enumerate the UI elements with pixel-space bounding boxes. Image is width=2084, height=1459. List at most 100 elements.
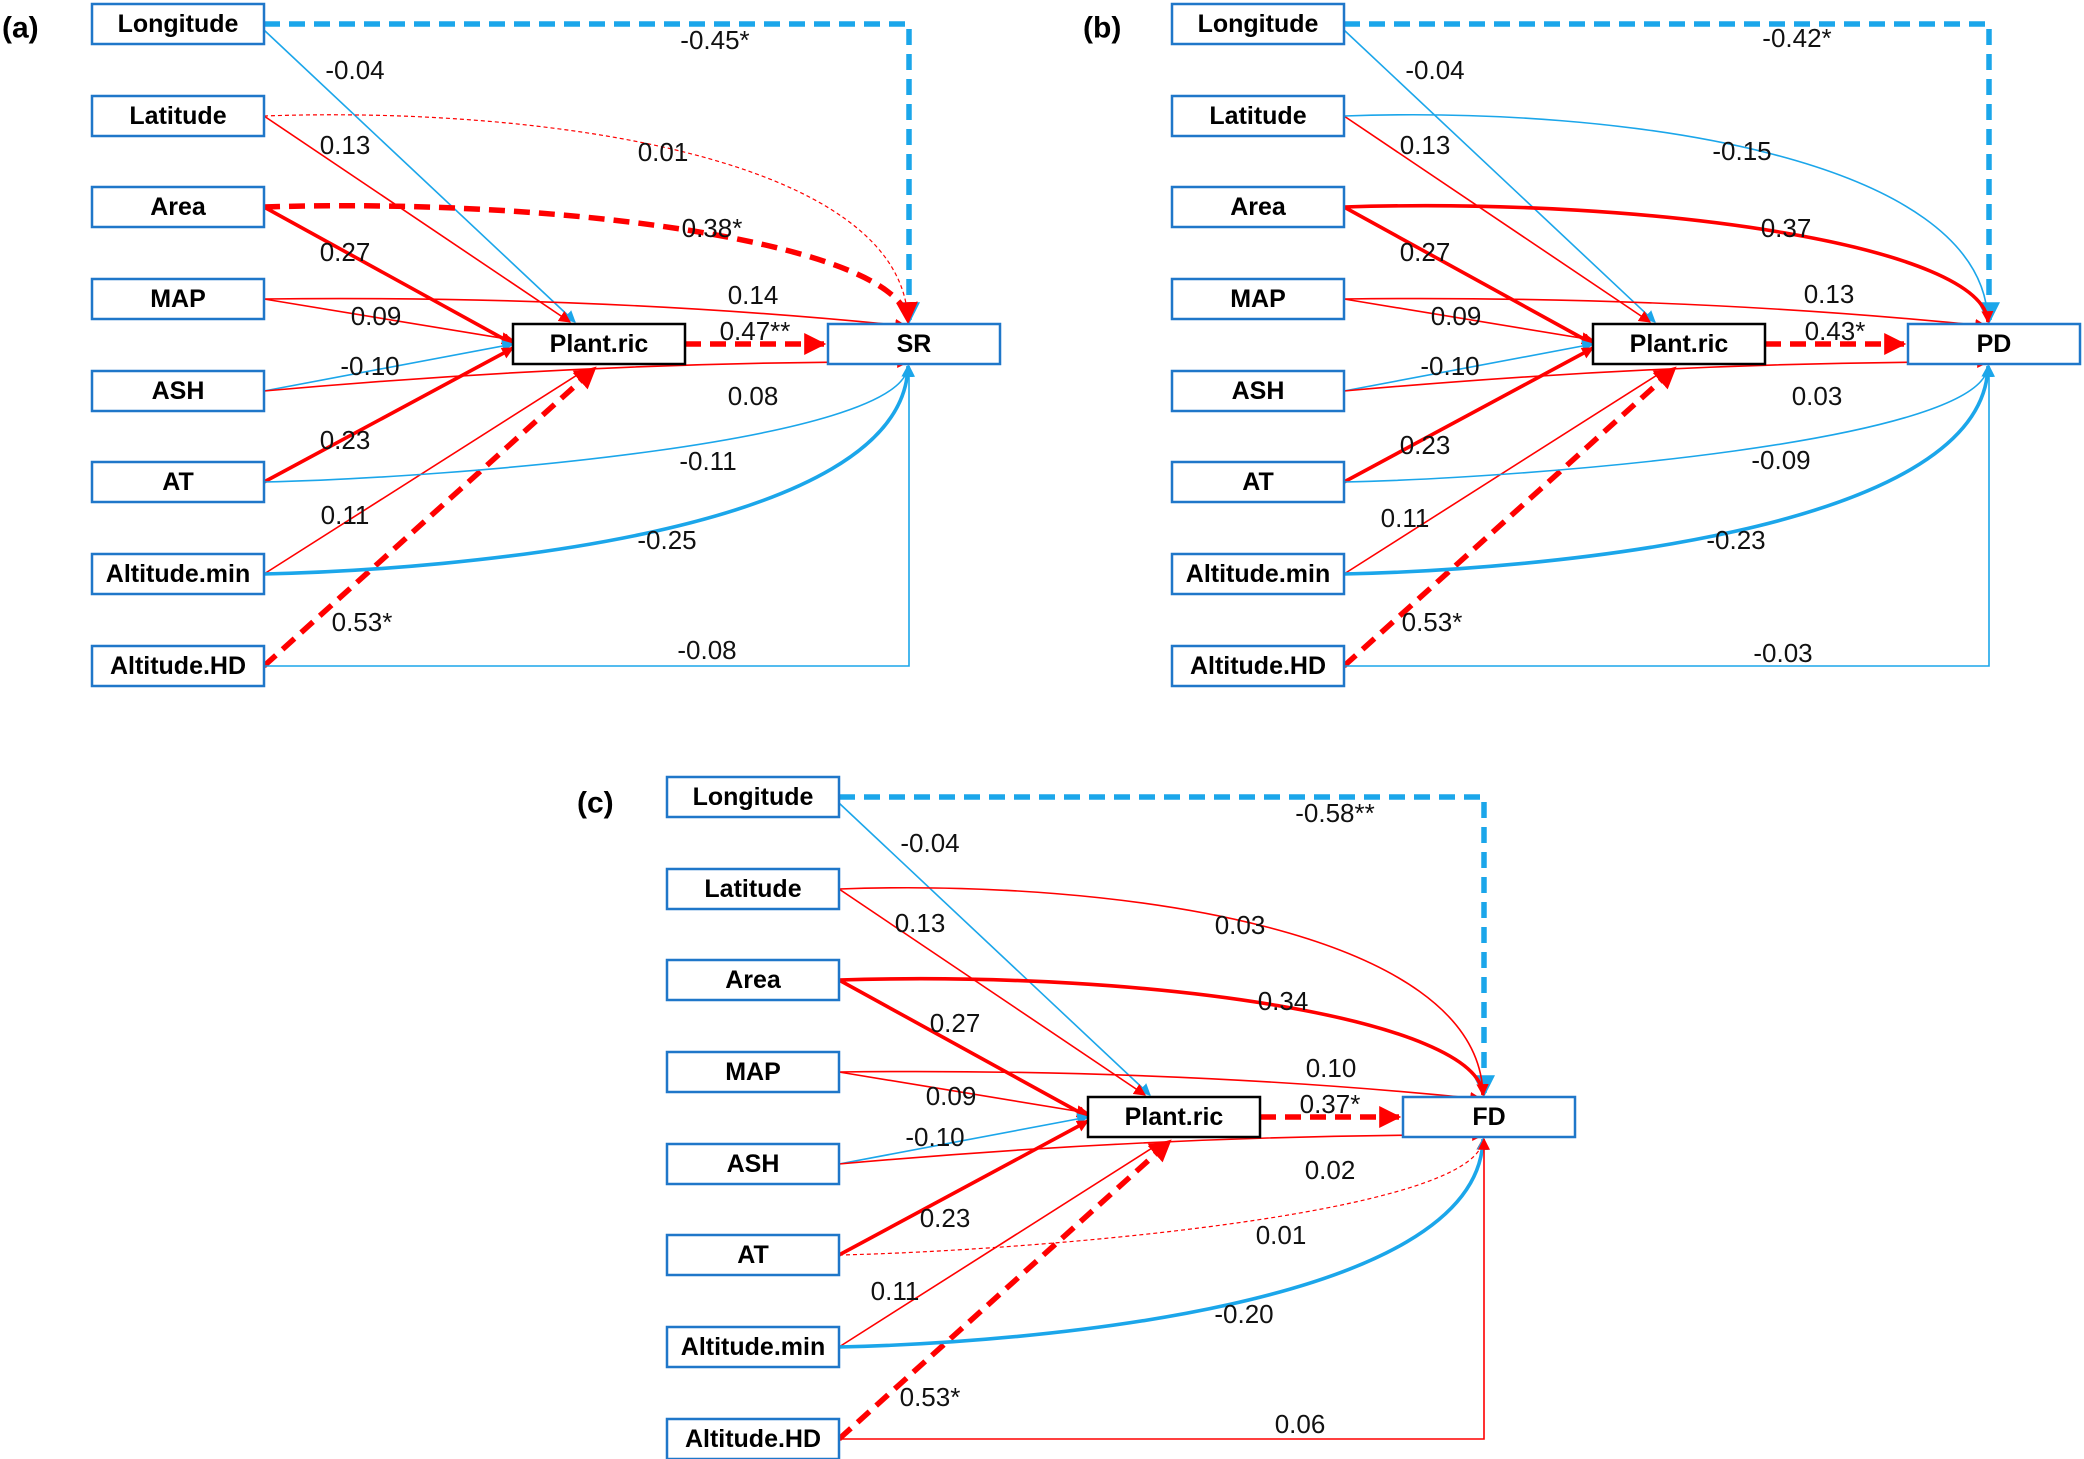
path-latitude-to-response (1343, 114, 1994, 324)
coef-longitude-to-response: -0.45* (680, 25, 749, 55)
node-at: AT (665, 1233, 841, 1277)
path-longitude-to-response (264, 21, 920, 325)
node-box (90, 460, 266, 504)
coef-altitude-min-to-mediator: 0.11 (1381, 503, 1430, 533)
node-label: MAP (150, 285, 206, 313)
path-map-to-response (263, 297, 908, 331)
node-longitude: Longitude (665, 775, 841, 819)
coef-latitude-to-mediator: 0.13 (320, 130, 371, 160)
node-label: FD (1472, 1103, 1505, 1131)
node-ash: ASH (90, 369, 266, 413)
coef-altitude-min-to-response: -0.23 (1706, 525, 1765, 555)
path-altitude-min-to-mediator (838, 1142, 1162, 1348)
coef-altitude-hd-to-response: 0.06 (1275, 1409, 1326, 1439)
node-altitude-min: Altitude.min (90, 552, 266, 596)
node-map: MAP (1170, 277, 1346, 321)
node-label: ASH (152, 377, 205, 405)
node-label: AT (737, 1241, 768, 1269)
node-label: Altitude.min (681, 1333, 825, 1361)
coef-altitude-hd-to-mediator: 0.53* (332, 607, 393, 637)
node-box (90, 277, 266, 321)
path-altitude-hd-to-response (1344, 364, 1995, 667)
node-label: Altitude.HD (1190, 652, 1326, 680)
path-altitude-hd-to-response (264, 364, 915, 667)
node-label: Longitude (1198, 10, 1319, 38)
node-label: Longitude (693, 783, 814, 811)
coef-map-to-mediator: 0.09 (351, 301, 402, 331)
node-box (1170, 552, 1346, 596)
path-map-to-mediator (838, 1071, 1090, 1118)
node-box (1401, 1095, 1577, 1139)
path-altitude-min-to-response (838, 1137, 1489, 1349)
coef-at-to-mediator: 0.23 (320, 425, 371, 455)
node-label: MAP (725, 1058, 781, 1086)
coef-latitude-to-response: -0.15 (1712, 136, 1771, 166)
node-at: AT (90, 460, 266, 504)
node-altitude-hd: Altitude.HD (90, 644, 266, 688)
node-box (90, 2, 266, 46)
node-ash: ASH (665, 1142, 841, 1186)
panel-label: (c) (577, 787, 614, 820)
node-label: Area (725, 966, 782, 994)
edges (1342, 21, 2000, 669)
node-altitude-hd: Altitude.HD (665, 1417, 841, 1459)
path-longitude-to-mediator (838, 802, 1151, 1096)
path-latitude-to-response (263, 114, 914, 324)
coef-at-to-mediator: 0.23 (920, 1203, 971, 1233)
coef-latitude-to-response: 0.01 (638, 137, 689, 167)
node-box (90, 185, 266, 229)
coefficient-labels: -0.040.130.270.09-0.100.230.110.53*-0.45… (320, 25, 791, 665)
node-ash: ASH (1170, 369, 1346, 413)
node-area: Area (90, 185, 266, 229)
coef-map-to-mediator: 0.09 (1431, 301, 1482, 331)
edges (837, 794, 1495, 1442)
edges (262, 21, 920, 669)
node-label: Area (1230, 193, 1287, 221)
coef-ash-to-response: 0.02 (1305, 1155, 1356, 1185)
coef-area-to-mediator: 0.27 (320, 237, 371, 267)
path-at-to-response (1343, 364, 1994, 483)
node-label: Altitude.min (1186, 560, 1330, 588)
coef-map-to-response: 0.13 (1804, 279, 1855, 309)
node-box (826, 322, 1002, 366)
path-longitude-to-response (1344, 21, 2000, 325)
node-area: Area (1170, 185, 1346, 229)
coef-at-to-mediator: 0.23 (1400, 430, 1451, 460)
node-at: AT (1170, 460, 1346, 504)
node-altitude-hd: Altitude.HD (1170, 644, 1346, 688)
node-longitude: Longitude (1170, 2, 1346, 46)
coef-altitude-min-to-response: -0.20 (1214, 1299, 1273, 1329)
node-area: Area (665, 958, 841, 1002)
coef-ash-to-mediator: -0.10 (1420, 351, 1479, 381)
node-mediator: Plant.ric (511, 322, 687, 366)
path-longitude-to-mediator (1343, 29, 1656, 323)
coef-area-to-mediator: 0.27 (1400, 237, 1451, 267)
node-box (665, 1050, 841, 1094)
coef-at-to-response: -0.11 (679, 446, 736, 476)
coef-altitude-min-to-response: -0.25 (637, 525, 696, 555)
path-ash-to-mediator (838, 1113, 1090, 1165)
coef-latitude-to-mediator: 0.13 (895, 908, 946, 938)
node-box (665, 1417, 841, 1459)
coef-altitude-hd-to-response: -0.08 (677, 635, 736, 665)
node-box (1591, 322, 1767, 366)
node-box (1170, 644, 1346, 688)
coef-at-to-response: -0.09 (1751, 445, 1810, 475)
path-latitude-to-mediator (838, 888, 1146, 1096)
node-label: Plant.ric (550, 330, 649, 358)
node-box (1170, 185, 1346, 229)
coef-area-to-response: 0.34 (1258, 986, 1309, 1016)
node-box (665, 775, 841, 819)
path-longitude-to-mediator (263, 29, 576, 323)
coef-mediator-to-response: 0.47** (720, 316, 791, 346)
coef-mediator-to-response: 0.43* (1805, 316, 1866, 346)
node-box (1170, 369, 1346, 413)
node-label: Plant.ric (1125, 1103, 1224, 1131)
node-box (90, 369, 266, 413)
node-label: Latitude (129, 102, 226, 130)
coef-longitude-to-mediator: -0.04 (325, 55, 384, 85)
node-box (665, 867, 841, 911)
coef-longitude-to-mediator: -0.04 (900, 828, 959, 858)
